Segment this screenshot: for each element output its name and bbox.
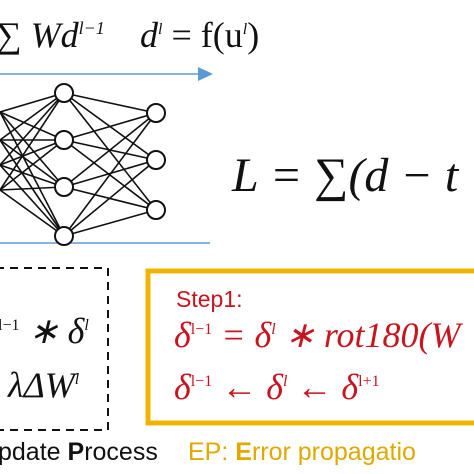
network-edge bbox=[0, 92, 65, 166]
forward-arrow-head bbox=[198, 67, 213, 81]
network-edge bbox=[63, 159, 157, 237]
ep-equation-2: δl−1 ← δl ← δl+1 bbox=[174, 367, 380, 407]
network-node bbox=[146, 200, 166, 220]
network-edge bbox=[0, 139, 65, 166]
activation-formula: dl = f(ul) bbox=[140, 15, 260, 55]
ep-caption: EP: Error propagatio bbox=[188, 438, 416, 466]
network-edge bbox=[63, 112, 157, 237]
network-edge bbox=[0, 139, 65, 188]
network-node bbox=[54, 177, 74, 197]
network-node bbox=[54, 130, 74, 150]
step-label: Step1: bbox=[176, 286, 243, 312]
ep-equation-1: δl−1 = δl ∗ rot180(W bbox=[174, 315, 461, 355]
network-edge bbox=[0, 189, 65, 237]
network-edge bbox=[0, 186, 65, 191]
network-node bbox=[146, 150, 166, 170]
network-edge bbox=[0, 92, 65, 141]
network-edge bbox=[63, 112, 157, 188]
network-edge bbox=[0, 111, 65, 141]
network-edge bbox=[0, 139, 65, 191]
forward-sum-formula: ∑ Wdl−1 bbox=[0, 15, 105, 55]
update-process-box bbox=[0, 267, 109, 431]
network-edge bbox=[0, 164, 65, 188]
network-edge bbox=[0, 92, 65, 191]
network-node bbox=[146, 103, 166, 123]
update-process-caption: pdate Process bbox=[0, 438, 158, 466]
update-line-2: λΔWl bbox=[8, 365, 80, 405]
network-edge bbox=[63, 92, 157, 211]
network-edge bbox=[0, 92, 65, 113]
update-line-1: l−1 ∗ δl bbox=[0, 311, 89, 351]
network-node bbox=[54, 226, 74, 246]
network-edge bbox=[0, 111, 65, 188]
error-propagation-box bbox=[145, 268, 474, 426]
network-node bbox=[54, 83, 74, 103]
network-edge bbox=[63, 112, 157, 141]
loss-formula: L = ∑(d − t bbox=[232, 149, 459, 202]
network-edge bbox=[63, 209, 157, 237]
network-edge bbox=[0, 164, 65, 237]
network-edge bbox=[63, 92, 157, 114]
